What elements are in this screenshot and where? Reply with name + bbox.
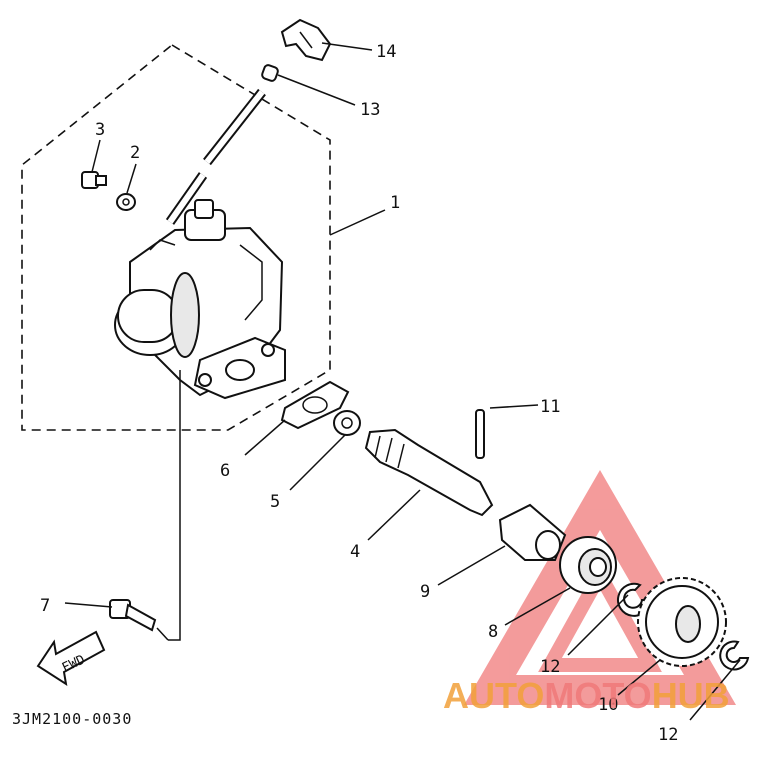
part-12-circlip-second [719, 640, 750, 671]
watermark-text: AUTOMOTOHUB [443, 675, 730, 716]
callout-13: 13 [360, 100, 380, 120]
watermark-part-hub: HUB [652, 675, 730, 716]
part-10-gear [637, 577, 727, 667]
part-2-washer [116, 193, 136, 211]
callout-12-second: 12 [658, 725, 678, 745]
assembly-outline [21, 44, 331, 431]
part-11-pin [475, 409, 485, 459]
callout-6: 6 [220, 461, 230, 481]
callout-7: 7 [40, 596, 50, 616]
part-3-screw [81, 171, 107, 189]
part-6-gasket [280, 380, 350, 430]
callout-14: 14 [376, 42, 396, 62]
callout-5: 5 [270, 492, 280, 512]
oil-delivery-pipe [165, 88, 266, 225]
callout-2: 2 [130, 143, 140, 163]
callout-10: 10 [598, 695, 618, 715]
part-4-pump-shaft [364, 428, 494, 517]
part-9-collar [498, 503, 567, 561]
callout-1: 1 [390, 193, 400, 213]
callout-9: 9 [420, 582, 430, 602]
fwd-direction-arrow: FWD [36, 630, 106, 687]
watermark-part-auto: AUTO [443, 675, 544, 716]
watermark-part-moto: MOTO [544, 675, 651, 716]
callout-labels: 14 13 3 2 1 11 6 5 4 9 7 8 12 10 12 [40, 42, 678, 745]
leader-lines [64, 42, 741, 721]
part-8-bearing [559, 536, 617, 594]
part-5-oil-seal [333, 410, 361, 436]
part-13-cap [261, 64, 279, 82]
callout-11: 11 [540, 397, 560, 417]
svg-text:AUTOMOTOHUB: AUTOMOTOHUB [443, 675, 730, 716]
diagram-part-code: 3JM2100-0030 [12, 710, 132, 728]
part-7-bolt [109, 599, 157, 632]
callout-4: 4 [350, 542, 360, 562]
callout-12-first: 12 [540, 657, 560, 677]
pump-body [114, 199, 286, 400]
callout-8: 8 [488, 622, 498, 642]
callout-3: 3 [95, 120, 105, 140]
